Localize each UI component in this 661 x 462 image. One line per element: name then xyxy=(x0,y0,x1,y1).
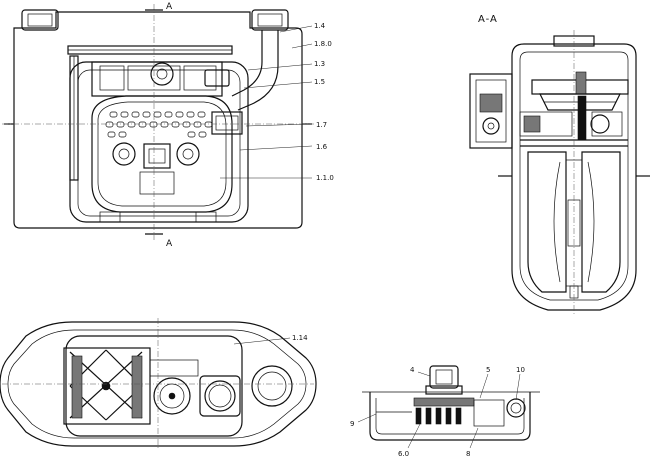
callout-1-14: 1.14 xyxy=(292,334,308,342)
callout-1-6: 1.6 xyxy=(316,143,328,151)
callout-8: 8 xyxy=(466,450,470,458)
detail-view-leaders xyxy=(357,371,521,449)
callout-4: 4 xyxy=(410,366,415,374)
section-view-title: A-A xyxy=(478,14,498,25)
section-mark-top: A xyxy=(166,2,173,12)
callout-6-0: 6.0 xyxy=(398,450,409,458)
front-view-callouts: 1.4 1.8.0 1.3 1.5 1.7 1.6 1.1.0 xyxy=(314,22,334,182)
section-view-a-a xyxy=(469,30,650,316)
callout-1-8-0: 1.8.0 xyxy=(314,40,332,48)
callout-1-7: 1.7 xyxy=(316,121,327,129)
front-view xyxy=(2,4,314,240)
callout-1-5: 1.5 xyxy=(314,78,325,86)
callout-1-3: 1.3 xyxy=(314,60,325,68)
callout-1-4: 1.4 xyxy=(314,22,326,30)
callout-1-14-leader xyxy=(233,337,291,345)
section-mark-bottom: A xyxy=(166,239,173,249)
callout-10: 10 xyxy=(516,366,525,374)
callout-5: 5 xyxy=(486,366,490,374)
detail-view-callouts: 4 5 10 9 6.0 8 xyxy=(350,366,525,458)
detail-view xyxy=(362,365,540,441)
callout-9: 9 xyxy=(350,420,354,428)
top-view xyxy=(0,318,317,450)
front-view-leaders xyxy=(220,25,313,179)
callout-1-1-0: 1.1.0 xyxy=(316,174,334,182)
